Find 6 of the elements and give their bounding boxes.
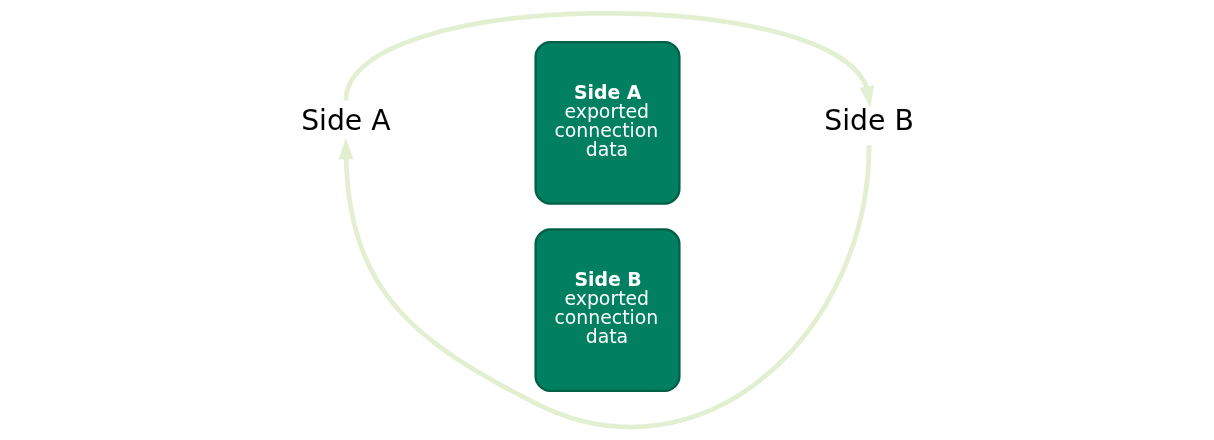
- node-text: Side B: [823, 104, 914, 138]
- arrow: [338, 138, 871, 429]
- node-box: Side B exported connection data: [533, 228, 681, 393]
- node-text: Side A: [300, 104, 391, 138]
- node-box: Side A exported connection data: [533, 40, 681, 205]
- arrow: [343, 11, 874, 108]
